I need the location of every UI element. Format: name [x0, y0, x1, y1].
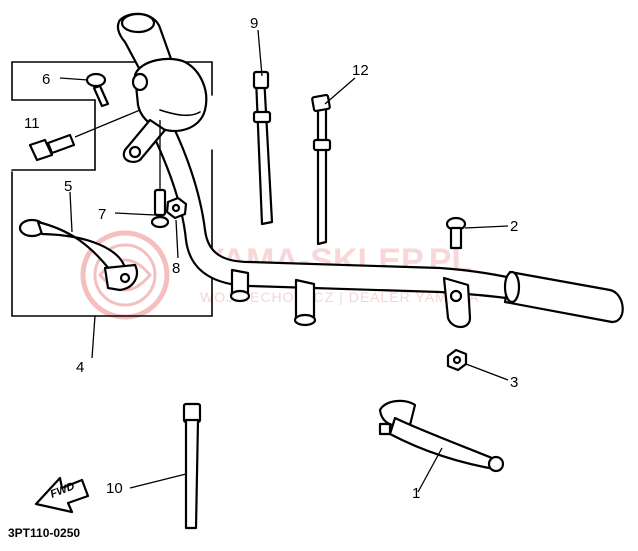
fwd-arrow-icon: FWD — [34, 476, 90, 514]
callout-6: 6 — [42, 71, 50, 88]
left-grip-assembly — [116, 12, 208, 164]
leader-lines — [59, 29, 509, 493]
part-12-strap — [311, 93, 332, 246]
callouts: 1 2 3 4 5 6 7 8 9 10 11 12 — [24, 15, 518, 502]
callout-8: 8 — [172, 260, 180, 277]
part-9-strap — [252, 70, 274, 226]
group-box-upper-left — [11, 61, 96, 171]
callout-10: 10 — [106, 480, 123, 497]
watermark-subtitle: WOJCIECHOWICZ | DEALER YAMAHA — [200, 289, 479, 305]
part-6-screw — [85, 72, 110, 108]
part-10-strap — [182, 402, 202, 530]
part-5-lever — [18, 218, 138, 292]
drawing-code: 3PT110-0250 — [8, 526, 80, 540]
callout-9: 9 — [250, 15, 258, 32]
part-1-lever — [378, 399, 505, 473]
callout-12: 12 — [352, 62, 369, 79]
callout-2: 2 — [510, 218, 518, 235]
part-2-screw — [445, 216, 467, 250]
part-3-nut — [446, 348, 468, 372]
callout-11: 11 — [24, 115, 40, 132]
group-box-upper — [11, 61, 213, 96]
callout-1: 1 — [412, 485, 420, 502]
part-8-nut — [165, 196, 188, 220]
part-11-bolt — [28, 133, 76, 162]
callout-4: 4 — [76, 359, 84, 376]
handlebar — [148, 118, 624, 329]
callout-7: 7 — [98, 206, 106, 223]
part-7-bolt — [150, 188, 170, 229]
callout-3: 3 — [510, 374, 518, 391]
callout-5: 5 — [64, 178, 72, 195]
group-box-lower — [11, 149, 213, 317]
